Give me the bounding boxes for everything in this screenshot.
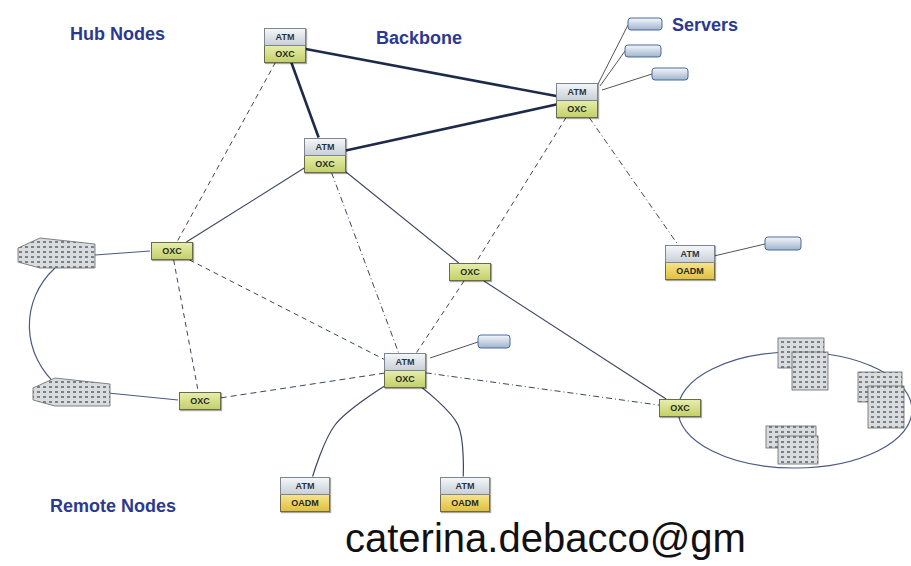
link-line [306, 49, 556, 96]
network-node: OXC [449, 263, 491, 281]
node-text: OXC [179, 392, 221, 410]
node-text: OADM [440, 495, 490, 512]
link-line [476, 118, 567, 264]
node-text: ATM [264, 28, 306, 46]
link-line [190, 260, 385, 359]
link-line [346, 172, 459, 263]
link-line [589, 118, 678, 245]
link-line [417, 281, 464, 353]
network-node: OXC [151, 242, 193, 260]
network-node: ATMOXC [264, 28, 306, 63]
link-line [313, 386, 385, 476]
tower-icons [766, 338, 904, 464]
link-line [221, 373, 384, 398]
server-icons [478, 18, 801, 348]
node-text: ATM [665, 245, 715, 263]
link-line [177, 63, 275, 243]
link-line [332, 173, 399, 353]
link-line [422, 388, 464, 477]
node-text: OXC [304, 156, 346, 173]
network-node: OXC [179, 392, 221, 410]
left-ring [29, 251, 178, 400]
watermark: caterina.debacco@gm [345, 516, 746, 561]
link-line [484, 281, 666, 399]
section-title: Hub Nodes [70, 24, 165, 45]
network-node: ATMOADM [665, 245, 715, 280]
server-lines [430, 25, 765, 358]
node-text: OXC [151, 242, 193, 260]
node-text: ATM [280, 477, 330, 495]
node-text: ATM [304, 138, 346, 156]
node-text: ATM [384, 353, 426, 371]
node-text: OXC [384, 371, 426, 388]
network-node: ATMOXC [556, 83, 598, 118]
node-text: OXC [264, 46, 306, 63]
node-text: OADM [665, 263, 715, 280]
right-ring [678, 352, 911, 468]
network-node: ATMOXC [304, 138, 346, 173]
node-text: OXC [449, 263, 491, 281]
section-title: Backbone [376, 28, 462, 49]
node-text: OXC [659, 399, 701, 417]
node-text: ATM [440, 477, 490, 495]
link-line [291, 63, 318, 138]
link-line [174, 260, 199, 392]
section-title: Servers [672, 15, 738, 36]
link-line [346, 105, 556, 151]
node-text: OXC [556, 101, 598, 118]
network-node: ATMOADM [280, 477, 330, 512]
link-line [426, 373, 659, 405]
network-node: ATMOXC [384, 353, 426, 388]
node-text: ATM [556, 83, 598, 101]
link-line [186, 168, 304, 242]
node-text: OADM [280, 495, 330, 512]
network-node: ATMOADM [440, 477, 490, 512]
section-title: Remote Nodes [50, 496, 176, 517]
building-icons [18, 238, 110, 406]
network-node: OXC [659, 399, 701, 417]
